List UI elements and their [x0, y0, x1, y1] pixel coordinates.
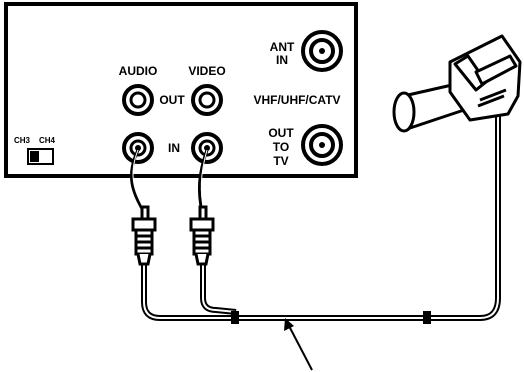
ch4-label: CH4	[39, 136, 56, 145]
out-label: OUT	[159, 93, 185, 107]
video-rca-plug	[189, 205, 215, 266]
band-label: VHF/UHF/CATV	[253, 93, 340, 107]
audio-label: AUDIO	[119, 64, 158, 78]
out-to-tv-connector[interactable]	[301, 124, 343, 166]
ant-in-label-line2: IN	[276, 53, 288, 67]
camcorder-icon	[392, 34, 522, 133]
cable-clip-left	[231, 311, 239, 324]
in-label: IN	[168, 141, 180, 155]
cable-pointer-arrow	[284, 318, 313, 371]
antenna-in-connector[interactable]	[301, 30, 343, 72]
ch3-label: CH3	[14, 136, 31, 145]
ant-in-label-line1: ANT	[270, 40, 295, 54]
vcr-back-panel	[4, 2, 358, 178]
audio-rca-plug	[131, 205, 157, 266]
cable-clip-right	[423, 311, 431, 324]
out-to-tv-label-line1: OUT	[268, 126, 294, 140]
channel-switch[interactable]	[27, 148, 54, 165]
audio-out-jack[interactable]	[122, 84, 154, 116]
video-out-jack[interactable]	[191, 84, 223, 116]
out-to-tv-label-line3: TV	[273, 154, 288, 168]
av-cable	[141, 112, 501, 324]
video-in-jack[interactable]	[191, 132, 223, 164]
video-label: VIDEO	[188, 64, 225, 78]
audio-in-jack[interactable]	[122, 132, 154, 164]
out-to-tv-label-line2: TO	[273, 140, 289, 154]
